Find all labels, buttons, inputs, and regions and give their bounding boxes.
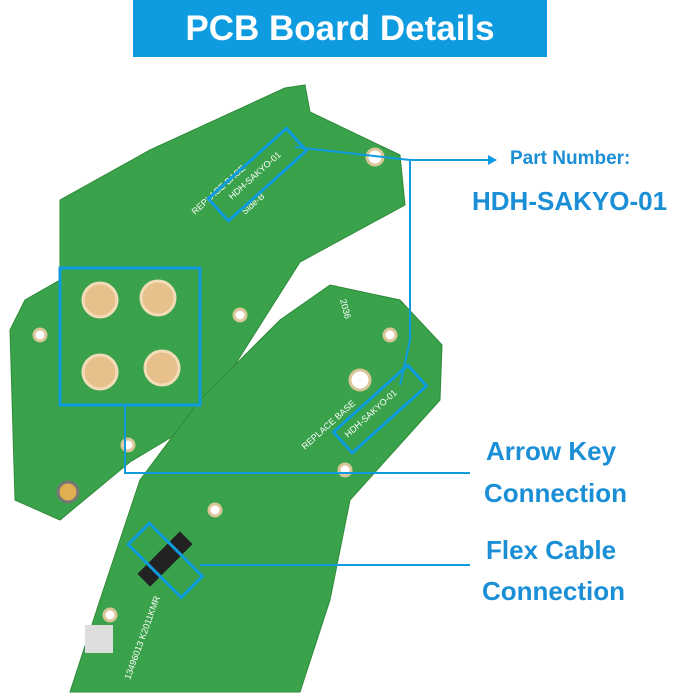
flex-cable-label-line2: Connection bbox=[482, 576, 625, 606]
arrow-key-label-line1: Arrow Key bbox=[486, 436, 617, 466]
flex-cable-box bbox=[126, 521, 205, 600]
part-number-box bbox=[206, 126, 309, 224]
top-pcb-board bbox=[9, 84, 406, 521]
bottom-part-box bbox=[331, 363, 429, 455]
arrow-key-box bbox=[58, 266, 202, 407]
part-number-label: Part Number: bbox=[510, 148, 631, 169]
arrow-key-leader bbox=[124, 405, 470, 474]
bottom-part-leader bbox=[399, 160, 411, 386]
flex-connector bbox=[137, 531, 193, 587]
part-number-value: HDH-SAKYO-01 bbox=[472, 186, 668, 216]
arrow-key-pads bbox=[81, 279, 181, 391]
arrow-head-icon bbox=[488, 155, 497, 165]
qr-code bbox=[85, 625, 113, 653]
flex-cable-label-line1: Flex Cable bbox=[486, 535, 617, 565]
arrow-key-label-line2: Connection bbox=[484, 478, 627, 508]
title-banner: PCB Board Details bbox=[133, 0, 547, 57]
tactile-button bbox=[56, 480, 80, 504]
